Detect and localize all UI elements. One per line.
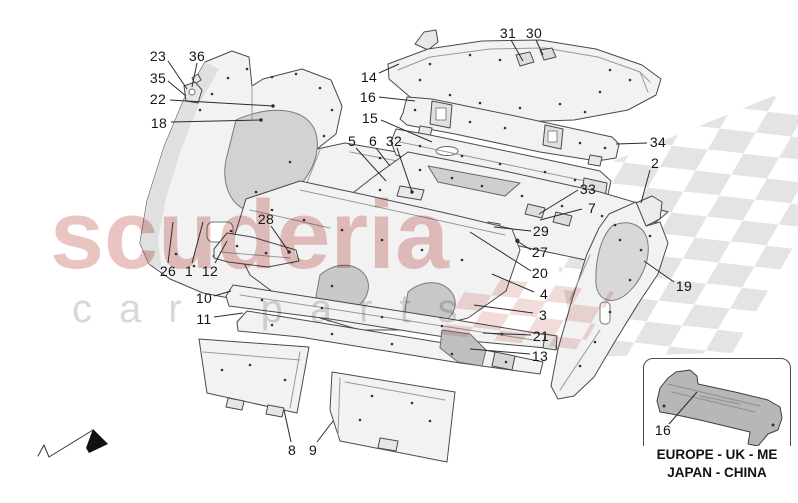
market-line-1: EUROPE - UK - ME [656, 447, 778, 462]
callout-10: 10 [195, 290, 213, 306]
callout-13: 13 [531, 348, 549, 364]
callout-3: 3 [538, 307, 548, 323]
callout-32: 32 [385, 133, 403, 149]
callout-11: 11 [196, 311, 212, 327]
callout-29: 29 [532, 223, 550, 239]
callout-23: 23 [149, 48, 167, 64]
part-short-rail [213, 232, 300, 268]
callout-36: 36 [188, 48, 206, 64]
callout-34: 34 [649, 134, 667, 150]
callout-6: 6 [368, 133, 378, 149]
callout-2: 2 [650, 155, 660, 171]
direction-arrow-icon [37, 429, 108, 458]
callout-9: 9 [308, 442, 318, 458]
callout-16: 16 [359, 89, 377, 105]
callout-31: 31 [499, 25, 517, 41]
callout-1: 1 [184, 263, 194, 279]
callout-7: 7 [587, 200, 597, 216]
part-heat-shield-right [329, 371, 456, 463]
market-line-2: JAPAN - CHINA [667, 464, 767, 480]
callout-14: 14 [360, 69, 378, 85]
callout-18: 18 [150, 115, 168, 131]
callout-27: 27 [531, 244, 549, 260]
callout-19: 19 [675, 278, 693, 294]
callout-33: 33 [579, 181, 597, 197]
callout-30: 30 [525, 25, 543, 41]
callout-21: 21 [532, 328, 550, 344]
callout-35: 35 [149, 70, 167, 86]
market-variant-label: EUROPE - UK - ME JAPAN - CHINA [634, 446, 798, 482]
callout-12: 12 [201, 263, 219, 279]
callout-16: 16 [654, 422, 672, 438]
callout-20: 20 [531, 265, 549, 281]
callout-26: 26 [159, 263, 177, 279]
callout-5: 5 [347, 133, 357, 149]
part-heat-shield-left [198, 338, 310, 418]
callout-15: 15 [361, 110, 379, 126]
callout-8: 8 [287, 442, 297, 458]
callout-28: 28 [257, 211, 275, 227]
callout-4: 4 [539, 286, 549, 302]
callout-22: 22 [149, 91, 167, 107]
